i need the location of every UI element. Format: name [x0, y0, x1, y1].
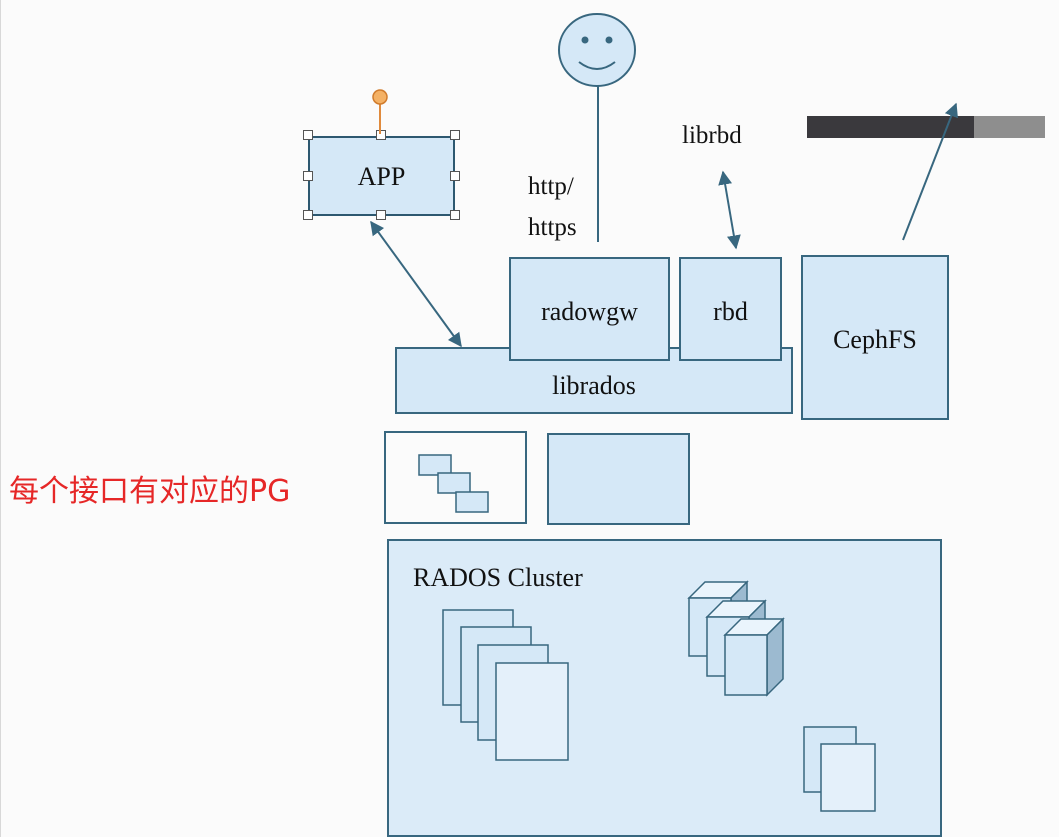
app-label: APP — [357, 162, 406, 191]
pg-box-right[interactable] — [547, 433, 690, 525]
disk-stack-icon — [442, 609, 569, 761]
rotate-handle-icon — [372, 89, 388, 105]
resize-handle[interactable] — [303, 171, 313, 181]
rados-cluster-label: RADOS Cluster — [413, 563, 583, 592]
cephfs-box[interactable]: CephFS — [801, 255, 949, 420]
resize-handle[interactable] — [450, 171, 460, 181]
progress-bar — [807, 116, 1045, 138]
progress-bar-fill — [807, 116, 974, 138]
cephfs-up-arrow — [902, 102, 958, 241]
rbd-box[interactable]: rbd — [679, 257, 782, 361]
rbd-label: rbd — [713, 297, 748, 326]
pg-stack-icon — [418, 454, 489, 513]
https-label: https — [528, 214, 577, 241]
page-stack-icon — [803, 726, 876, 812]
resize-handle[interactable] — [450, 210, 460, 220]
app-librados-arrow — [370, 220, 462, 348]
cephfs-label: CephFS — [833, 325, 917, 354]
librados-label: librados — [552, 371, 636, 400]
pg-box-left[interactable] — [384, 431, 527, 524]
radowgw-box[interactable]: radowgw — [509, 257, 670, 361]
resize-handle[interactable] — [303, 210, 313, 220]
pg-annotation: 每个接口有对应的PG — [9, 474, 291, 509]
librbd-label: librbd — [682, 122, 742, 149]
http-label: http/ — [528, 173, 574, 200]
librbd-rbd-arrow — [718, 170, 741, 250]
radowgw-label: radowgw — [541, 297, 638, 326]
resize-handle[interactable] — [450, 130, 460, 140]
cube-stack-icon — [687, 580, 785, 697]
resize-handle[interactable] — [303, 130, 313, 140]
smiley-face-icon — [558, 13, 636, 87]
resize-handle[interactable] — [376, 210, 386, 220]
